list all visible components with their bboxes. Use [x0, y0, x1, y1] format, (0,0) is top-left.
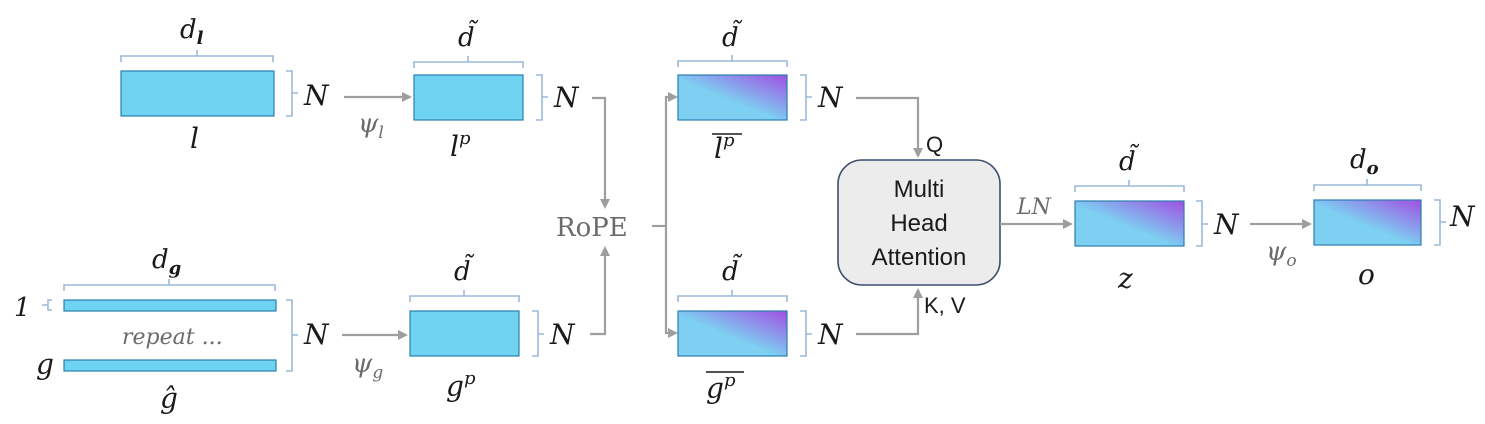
lp-n-brace: [536, 74, 548, 121]
g-last-row: [63, 359, 277, 372]
mha-line-3: Attention: [872, 244, 967, 271]
gp-brace: [409, 290, 520, 302]
gp-n-label: N: [549, 318, 576, 351]
gp-dim-label: d̃: [454, 253, 475, 287]
l-block: [120, 70, 275, 117]
key-value-label: K, V: [924, 293, 966, 318]
lp-to-rope-arrow: [592, 96, 610, 209]
one-label: 1: [14, 293, 31, 323]
l-n-brace: [286, 70, 298, 117]
gbar-label: gp: [706, 370, 736, 405]
gp-label: gp: [446, 368, 476, 403]
repeat-label: repeat ...: [122, 325, 223, 350]
lp-label: lp: [450, 128, 471, 163]
ln-label: LN: [1016, 195, 1052, 220]
g-n-brace: [286, 299, 298, 372]
do-brace: [1313, 179, 1422, 191]
rope-label: RoPE: [556, 213, 628, 243]
z-n-label: N: [1213, 208, 1240, 241]
psi-g-label: ψg: [352, 349, 383, 383]
one-brace: [42, 299, 52, 311]
gbar-dim-label: d̃: [722, 253, 743, 287]
gbar-n-label: N: [817, 318, 844, 351]
gbar-n-brace: [800, 310, 812, 357]
key-value-arrow: [856, 288, 923, 336]
lbar-label: lp: [714, 130, 735, 165]
gp-block: [409, 310, 520, 357]
lp-dim-label: d̃: [458, 19, 479, 53]
mha-line-1: Multi: [894, 176, 945, 203]
g-n-label: N: [303, 318, 330, 351]
do-label: do: [1350, 145, 1379, 179]
z-dim-label: d̃: [1119, 143, 1140, 177]
lbar-brace: [677, 55, 788, 67]
lp-n-label: N: [553, 81, 580, 114]
lp-block: [413, 74, 524, 121]
ghat-label: ĝ: [160, 382, 178, 415]
z-label: z: [1117, 262, 1133, 295]
query-label: Q: [926, 132, 943, 157]
lbar-dim-label: d̃: [722, 19, 743, 53]
dg-brace: [63, 279, 276, 291]
query-arrow: [856, 96, 923, 158]
gbar-brace: [677, 290, 788, 302]
dg-label: dg: [152, 245, 181, 279]
o-n-label: N: [1449, 200, 1476, 233]
l-n-label: N: [303, 79, 330, 112]
gbar-block: [677, 310, 788, 357]
g-label: g: [36, 348, 54, 381]
multi-head-attention-block: [837, 159, 1001, 286]
lbar-n-label: N: [817, 81, 844, 114]
gp-n-brace: [532, 310, 544, 357]
o-block: [1313, 199, 1422, 246]
o-label: o: [1358, 258, 1375, 291]
lbar-n-brace: [800, 74, 812, 121]
o-n-brace: [1434, 199, 1446, 246]
mha-line-2: Head: [890, 210, 947, 237]
dl-label: dl: [180, 15, 204, 49]
z-block: [1074, 200, 1185, 247]
psi-o-label: ψo: [1266, 237, 1297, 271]
rope-to-lbar-arrow: [664, 92, 678, 226]
lbar-block: [677, 74, 788, 121]
z-n-brace: [1196, 200, 1208, 247]
lp-brace: [413, 56, 524, 68]
g-first-row: [63, 299, 277, 312]
l-label: l: [190, 122, 199, 155]
dl-brace: [120, 50, 274, 62]
psi-l-label: ψl: [358, 109, 384, 143]
gp-to-rope-arrow: [590, 246, 610, 336]
z-brace: [1074, 180, 1185, 192]
rope-to-gbar-arrow: [664, 226, 678, 338]
